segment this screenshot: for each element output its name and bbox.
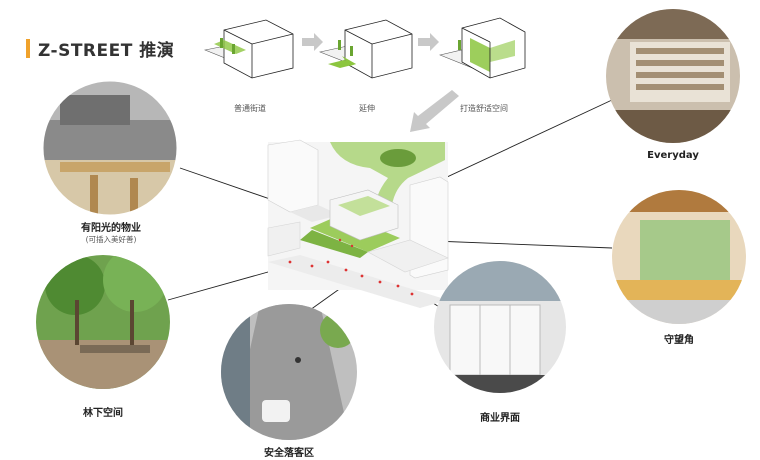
photo-tree-space — [36, 255, 170, 389]
step3-diagram — [439, 17, 526, 79]
label-sunny-property: 有阳光的物业 — [81, 223, 141, 234]
process-arrow-down — [410, 90, 459, 132]
photo-retail-frontage — [434, 261, 566, 393]
photo-drop-off — [221, 304, 357, 440]
step-label-3: 打造舒适空间 — [460, 104, 508, 113]
label-retail-frontage: 商业界面 — [480, 413, 520, 424]
photo-watch-corner — [612, 190, 746, 324]
process-arrow-1 — [302, 33, 323, 51]
label-tree-space: 林下空间 — [83, 408, 123, 419]
process-arrow-2 — [418, 33, 439, 51]
page-title: Z-STREET 推演 — [38, 41, 175, 61]
label-watch-corner: 守望角 — [664, 335, 694, 346]
step2-diagram — [318, 19, 413, 79]
label-drop-off: 安全落客区 — [264, 448, 314, 459]
step-label-2: 延伸 — [359, 104, 375, 113]
step1-diagram — [203, 19, 294, 79]
sublabel-sunny-property: (可插入美好善) — [85, 235, 137, 244]
photo-sunny-property — [43, 81, 177, 215]
central-site-model — [267, 139, 449, 308]
label-everyday: Everyday — [647, 150, 699, 161]
photo-everyday — [606, 9, 740, 143]
title-accent-bar — [26, 39, 30, 58]
step-label-1: 普通街道 — [234, 104, 266, 113]
